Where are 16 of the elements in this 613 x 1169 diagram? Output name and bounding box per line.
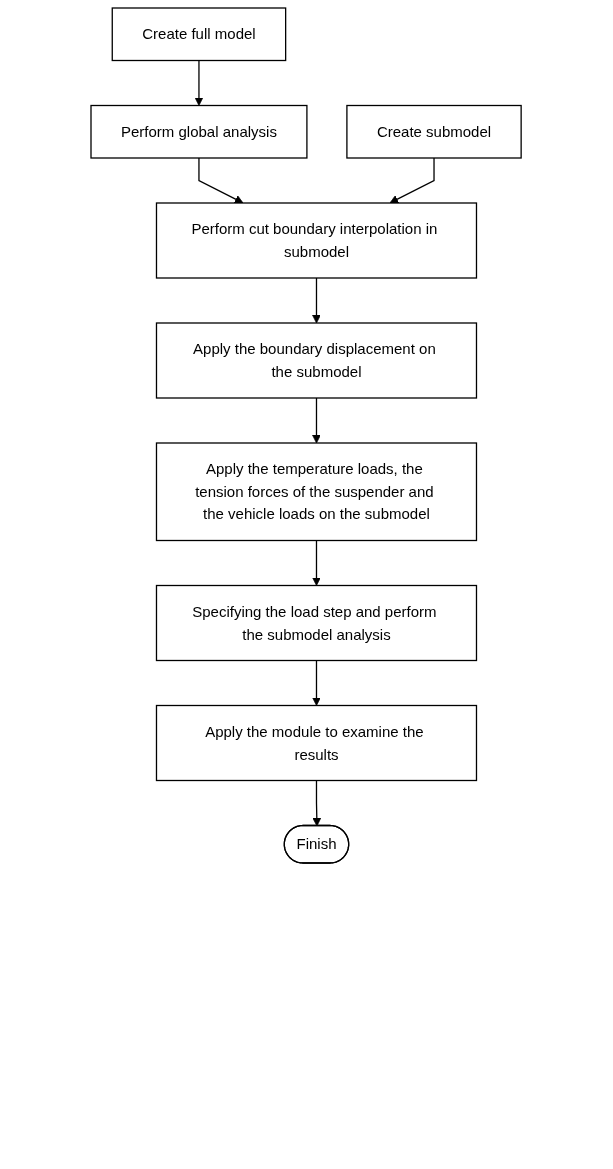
node-box: Apply the module to examine the results xyxy=(156,704,478,782)
arrow xyxy=(312,779,322,827)
arrow xyxy=(312,277,322,324)
node-box: Create full model xyxy=(112,7,287,62)
arrow xyxy=(312,659,322,706)
node-box: Create submodel xyxy=(346,104,523,159)
arrow xyxy=(312,539,322,586)
arrow xyxy=(194,59,204,106)
node-box: Apply the boundary displacement on the submodel xyxy=(156,322,478,399)
arrow xyxy=(389,157,436,204)
node-box: Apply the temperature loads, the tension forces of the suspender and the vehicle loads on the submodel xyxy=(156,442,478,542)
arrow xyxy=(198,157,244,204)
node-box: Perform cut boundary interpolation in submodel xyxy=(156,202,478,279)
arrow xyxy=(312,397,322,444)
node-box: Specifying the load step and perform the submodel analysis xyxy=(156,584,478,662)
node-box: Perform global analysis xyxy=(90,104,308,159)
